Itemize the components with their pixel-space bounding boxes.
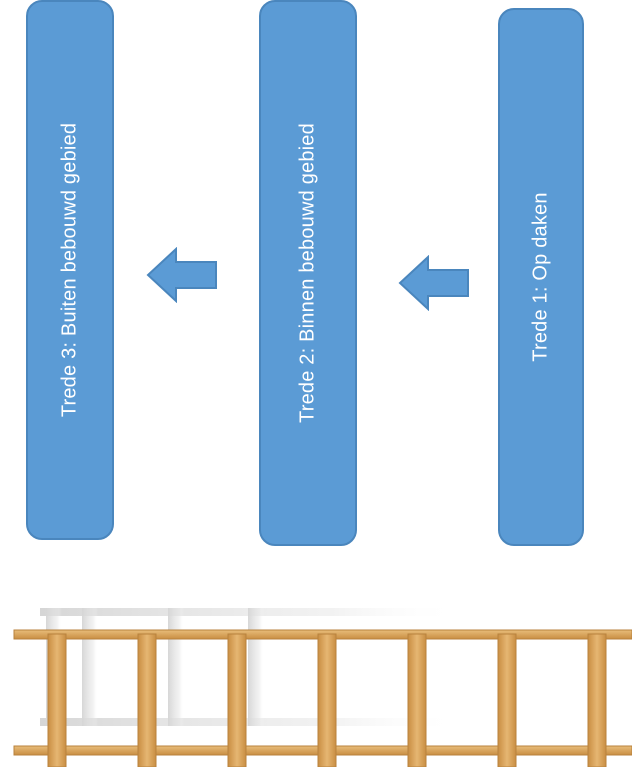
arrow-left-icon [398,255,469,311]
step-2-label: Trede 2: Binnen bebouwd gebied [296,123,319,423]
step-3-label: Trede 3: Buiten bebouwd gebied [58,122,81,418]
step-3-box: Trede 3: Buiten bebouwd gebied [26,0,114,540]
step-1-box: Trede 1: Op daken [498,8,584,546]
step-2-box: Trede 2: Binnen bebouwd gebied [259,0,357,546]
step-1-label: Trede 1: Op daken [529,192,552,362]
arrow-left-icon [146,247,217,303]
ladder-icon [13,608,632,767]
